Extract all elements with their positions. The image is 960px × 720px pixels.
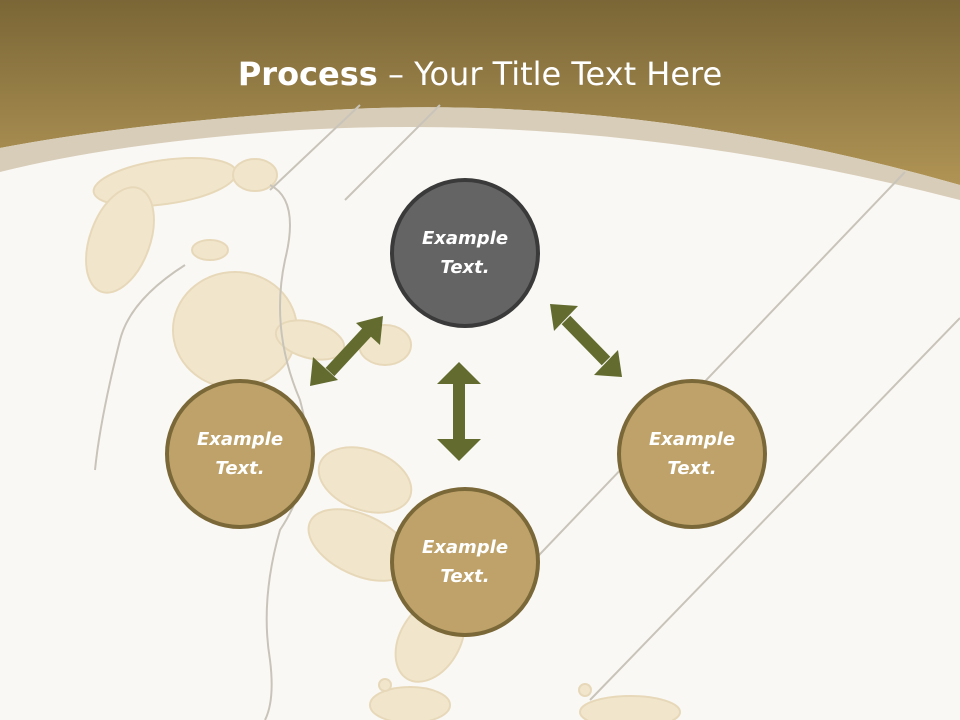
slide-title: Process – Your Title Text Here [0,52,960,96]
puppet-strings [94,104,960,720]
title-bold: Process [237,55,378,93]
process-circle-right[interactable]: Example Text. [617,379,767,529]
header-swoosh [0,107,960,200]
process-circle-top[interactable]: Example Text. [390,178,540,328]
process-circle-left[interactable]: Example Text. [165,379,315,529]
double-arrow-icon-left [310,316,383,386]
title-rest: – Your Title Text Here [377,55,723,93]
circle-text-line2: Text. [215,458,265,479]
double-arrow-icon-right [550,304,622,377]
header-band [0,0,960,185]
puppet-illustration [85,157,681,720]
circle-text-line1: Example [196,429,284,450]
circle-text-line2: Text. [667,458,717,479]
circle-text-line1: Example [421,537,509,558]
process-circle-bottom[interactable]: Example Text. [390,487,540,637]
double-arrow-icon-center [437,362,481,461]
circle-text-line1: Example [648,429,736,450]
circle-text-line1: Example [421,228,509,249]
circle-text-line2: Text. [440,566,490,587]
circle-text-line2: Text. [440,257,490,278]
